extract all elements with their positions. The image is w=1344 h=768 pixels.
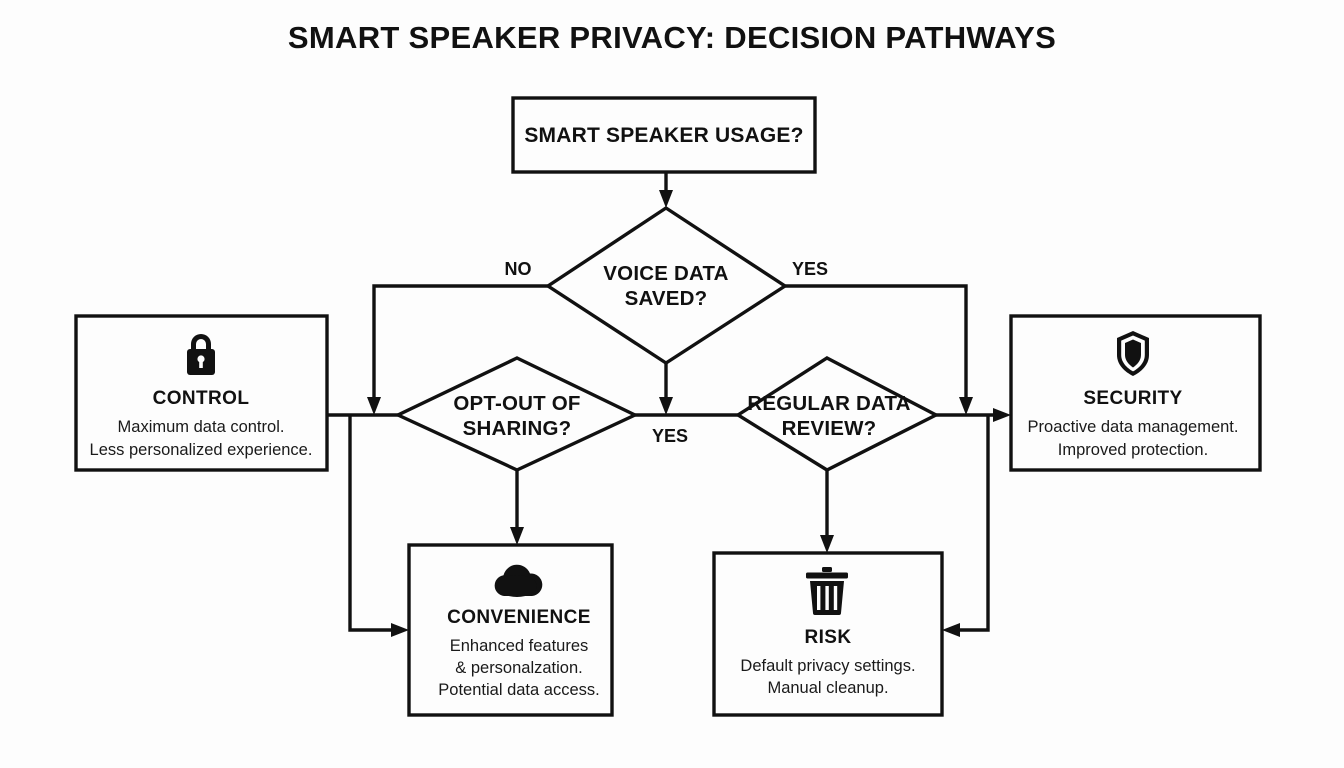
convenience-desc-line2: & personalzation. [455, 659, 583, 677]
edge-control-to-convenience [348, 415, 396, 632]
arrowhead-no-branch [367, 397, 381, 415]
risk-desc-line1: Default privacy settings. [740, 657, 915, 675]
voice-data-diamond[interactable] [544, 205, 789, 366]
security-title: SECURITY [1083, 388, 1182, 409]
convenience-title: CONVENIENCE [447, 607, 591, 628]
opt-out-label-line2: SHARING? [463, 417, 572, 440]
security-desc-line1: Proactive data management. [1028, 418, 1239, 436]
control-desc-line2: Less personalized experience. [90, 441, 313, 459]
arrowhead-opt-out-to-convenience [510, 527, 524, 545]
risk-title: RISK [805, 627, 852, 648]
cloud-icon [494, 564, 543, 597]
node-security-outcome[interactable]: SECURITY Proactive data management. Impr… [1009, 314, 1262, 472]
node-smart-speaker-usage[interactable]: SMART SPEAKER USAGE? [511, 96, 817, 174]
voice-data-label-line2: SAVED? [625, 287, 708, 310]
regular-review-label-line1: REGULAR DATA [747, 392, 910, 415]
edge-security-to-risk [955, 415, 990, 632]
node-voice-data-saved[interactable]: VOICE DATA SAVED? [544, 205, 789, 366]
convenience-desc-line1: Enhanced features [450, 637, 589, 655]
edge-label-yes-right: YES [792, 259, 828, 279]
control-title: CONTROL [153, 388, 250, 409]
opt-out-diamond[interactable] [394, 356, 639, 472]
start-box-label: SMART SPEAKER USAGE? [524, 124, 803, 147]
control-desc-line1: Maximum data control. [118, 418, 285, 436]
edge-no-branch [372, 284, 548, 403]
start-box[interactable] [511, 96, 817, 174]
arrowhead-security-to-risk [942, 623, 960, 637]
control-box[interactable] [74, 314, 329, 472]
arrowhead-review-to-risk [820, 535, 834, 553]
node-opt-out-of-sharing[interactable]: OPT-OUT OF SHARING? [394, 356, 639, 472]
node-risk-outcome[interactable]: RISK Default privacy settings. Manual cl… [712, 551, 944, 717]
regular-review-label-line2: REVIEW? [782, 417, 877, 440]
lock-icon [187, 334, 215, 375]
shield-icon [1117, 331, 1149, 376]
security-desc-line2: Improved protection. [1058, 441, 1208, 459]
node-control-outcome[interactable]: CONTROL Maximum data control. Less perso… [74, 314, 329, 472]
arrowhead-review-to-security [993, 408, 1011, 422]
risk-desc-line2: Manual cleanup. [767, 679, 888, 697]
edge-yes-branch [785, 284, 968, 403]
opt-out-label-line1: OPT-OUT OF [453, 392, 580, 415]
trash-icon [806, 567, 848, 615]
node-convenience-outcome[interactable]: CONVENIENCE Enhanced features & personal… [407, 543, 614, 717]
arrowhead-control-to-convenience [391, 623, 409, 637]
voice-data-label-line1: VOICE DATA [603, 262, 728, 285]
connectors [327, 172, 1011, 637]
arrowhead-start-to-voice-data [659, 190, 673, 208]
regular-review-diamond[interactable] [734, 356, 940, 472]
edge-label-no: NO [505, 259, 532, 279]
arrowhead-yes-branch [959, 397, 973, 415]
page-title: SMART SPEAKER PRIVACY: DECISION PATHWAYS [287, 20, 1057, 55]
risk-box[interactable] [712, 551, 944, 717]
arrowhead-voice-data-bottom [659, 397, 673, 415]
edge-label-yes-center: YES [652, 426, 688, 446]
node-regular-data-review[interactable]: REGULAR DATA REVIEW? [734, 356, 940, 472]
convenience-desc-line3: Potential data access. [438, 681, 599, 699]
